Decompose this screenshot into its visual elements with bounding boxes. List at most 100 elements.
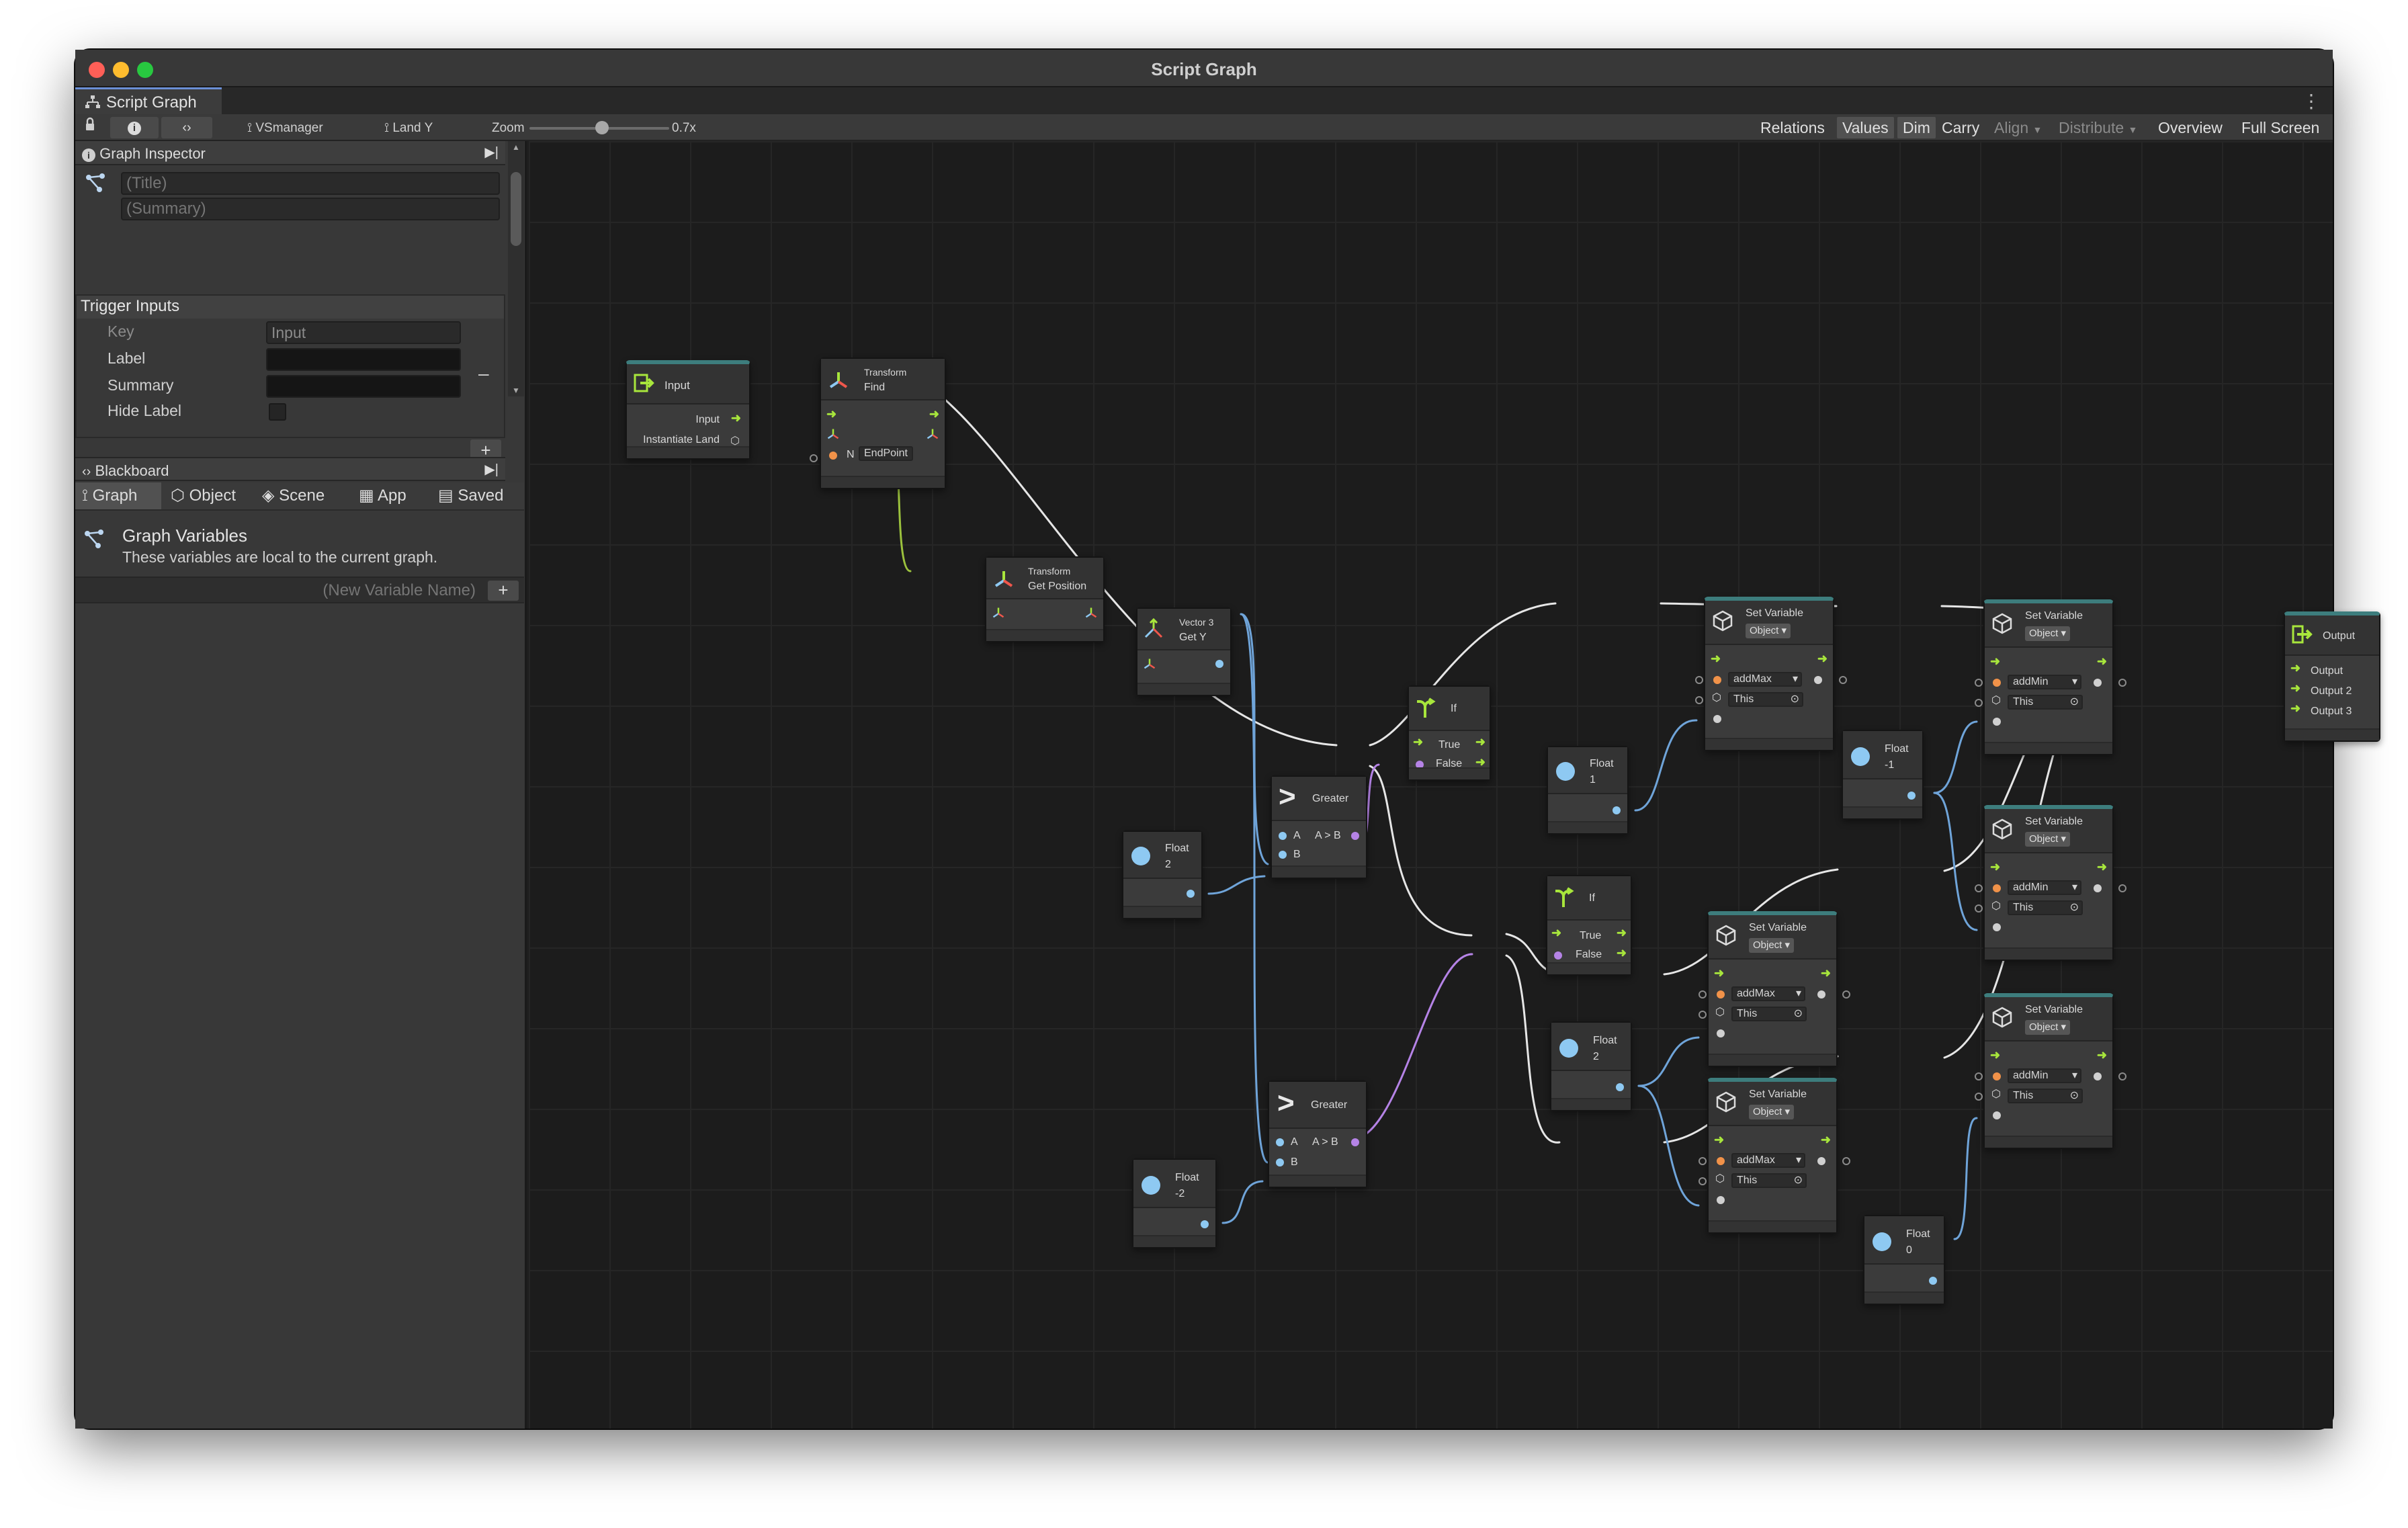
value-input-port[interactable] bbox=[1993, 923, 2001, 931]
transform-port-icon[interactable] bbox=[926, 427, 939, 441]
unconnected-port[interactable] bbox=[1842, 990, 1850, 999]
b-input-port[interactable] bbox=[1276, 1158, 1284, 1166]
false-output-arrow-icon[interactable]: ➜ bbox=[1616, 946, 1627, 960]
float-output-port[interactable] bbox=[1929, 1277, 1937, 1285]
string-input-port[interactable] bbox=[829, 452, 837, 460]
unconnected-port[interactable] bbox=[810, 454, 818, 462]
flow-input-arrow-icon[interactable]: ➜ bbox=[1990, 1048, 2001, 1062]
condition-input-port[interactable] bbox=[1554, 951, 1562, 960]
output-node[interactable]: Output ➜ Output ➜ Output 2 ➜ Output 3 bbox=[2284, 611, 2380, 742]
value-input-port[interactable] bbox=[1993, 718, 2001, 726]
flow-input-arrow-icon[interactable]: ➜ bbox=[2290, 702, 2301, 715]
unconnected-port[interactable] bbox=[1695, 676, 1703, 684]
carry-toggle[interactable]: Carry bbox=[1942, 119, 1980, 136]
scrollbar-thumb[interactable] bbox=[511, 172, 521, 246]
transform-find-node[interactable]: Transform Find ➜ ➜ N EndPoint bbox=[820, 357, 946, 489]
name-input-port[interactable] bbox=[1993, 1072, 2001, 1080]
collapse-panel-icon[interactable]: ▶| bbox=[484, 462, 499, 477]
tab-saved[interactable]: ▤ Saved bbox=[431, 482, 503, 509]
overview-button[interactable]: Overview bbox=[2158, 119, 2223, 136]
float-value[interactable]: 2 bbox=[1165, 859, 1171, 870]
breadcrumb-vsmanager[interactable]: ⟟ VSmanager bbox=[242, 118, 329, 138]
cube-icon[interactable]: ⬡ bbox=[1712, 692, 1721, 704]
flow-output-arrow-icon[interactable]: ➜ bbox=[1817, 652, 1828, 665]
bool-output-port[interactable] bbox=[1351, 832, 1359, 840]
unconnected-port[interactable] bbox=[1695, 696, 1703, 704]
variable-name-field[interactable]: addMin▾ bbox=[2008, 675, 2081, 689]
float-node[interactable]: Float 2 bbox=[1550, 1021, 1632, 1111]
align-dropdown[interactable]: Align ▼ bbox=[1989, 117, 2047, 138]
float-value[interactable]: -1 bbox=[1885, 759, 1895, 771]
name-field[interactable]: EndPoint bbox=[859, 446, 913, 461]
transform-port-icon[interactable] bbox=[992, 606, 1005, 620]
value-output-port[interactable] bbox=[2094, 679, 2102, 687]
float-node[interactable]: Float -2 bbox=[1132, 1158, 1217, 1248]
vector3-get-y-node[interactable]: Vector 3 Get Y bbox=[1136, 607, 1232, 696]
unconnected-port[interactable] bbox=[1698, 1011, 1707, 1019]
new-variable-name-input[interactable] bbox=[82, 581, 482, 601]
summary-field[interactable] bbox=[266, 375, 461, 398]
set-variable-node[interactable]: Set Variable Object ▾ ➜ ➜ addMax▾ ⬡ This… bbox=[1707, 1078, 1838, 1234]
condition-input-port[interactable] bbox=[1416, 761, 1424, 769]
true-output-arrow-icon[interactable]: ➜ bbox=[1475, 735, 1486, 749]
scrollbar[interactable]: ▲ ▼ bbox=[508, 141, 524, 396]
float-output-port[interactable] bbox=[1187, 890, 1195, 898]
target-field[interactable]: This⊙ bbox=[2008, 1089, 2083, 1103]
cube-icon[interactable]: ⬡ bbox=[1991, 1089, 2001, 1100]
vector3-port-icon[interactable] bbox=[1143, 657, 1156, 671]
flow-input-arrow-icon[interactable]: ➜ bbox=[2290, 661, 2301, 675]
flow-input-arrow-icon[interactable]: ➜ bbox=[1413, 735, 1424, 749]
value-input-port[interactable] bbox=[1993, 1111, 2001, 1119]
collapse-panel-icon[interactable]: ▶| bbox=[484, 145, 499, 160]
float-output-port[interactable] bbox=[1612, 806, 1621, 814]
bool-output-port[interactable] bbox=[1351, 1138, 1359, 1146]
name-input-port[interactable] bbox=[1717, 1157, 1725, 1165]
unconnected-port[interactable] bbox=[1698, 1157, 1707, 1165]
a-input-port[interactable] bbox=[1279, 832, 1287, 840]
float-value[interactable]: 1 bbox=[1590, 774, 1596, 786]
lock-icon[interactable] bbox=[79, 117, 101, 137]
cube-icon[interactable]: ⬡ bbox=[1715, 1173, 1725, 1185]
close-window-button[interactable] bbox=[89, 62, 105, 78]
set-variable-node[interactable]: Set Variable Object ▾ ➜ ➜ addMin▾ ⬡ This… bbox=[1983, 599, 2114, 755]
flow-input-arrow-icon[interactable]: ➜ bbox=[1990, 654, 2001, 668]
float-node[interactable]: Float 0 bbox=[1863, 1215, 1945, 1305]
flow-input-arrow-icon[interactable]: ➜ bbox=[1714, 1133, 1725, 1146]
unconnected-port[interactable] bbox=[2118, 679, 2126, 687]
relations-toggle[interactable]: Relations bbox=[1760, 119, 1825, 136]
float-value[interactable]: 0 bbox=[1906, 1244, 1912, 1256]
variable-kind-dropdown[interactable]: Object ▾ bbox=[2025, 832, 2071, 847]
variable-kind-dropdown[interactable]: Object ▾ bbox=[1749, 1105, 1795, 1119]
value-input-port[interactable] bbox=[1717, 1196, 1725, 1204]
set-variable-node[interactable]: Set Variable Object ▾ ➜ ➜ addMin▾ ⬡ This… bbox=[1983, 805, 2114, 961]
variable-name-field[interactable]: addMin▾ bbox=[2008, 1068, 2081, 1083]
target-field[interactable]: This⊙ bbox=[2008, 900, 2083, 915]
flow-output-arrow-icon[interactable]: ➜ bbox=[730, 411, 741, 425]
variable-name-field[interactable]: addMax▾ bbox=[1731, 986, 1805, 1001]
transform-get-position-node[interactable]: Transform Get Position bbox=[985, 556, 1105, 642]
unconnected-port[interactable] bbox=[1975, 699, 1983, 707]
unconnected-port[interactable] bbox=[1839, 676, 1847, 684]
unconnected-port[interactable] bbox=[1975, 904, 1983, 912]
value-input-port[interactable] bbox=[1713, 715, 1721, 723]
set-variable-node[interactable]: Set Variable Object ▾ ➜ ➜ addMin▾ ⬡ This… bbox=[1983, 993, 2114, 1149]
value-output-port[interactable] bbox=[1817, 1157, 1825, 1165]
graph-summary-input[interactable] bbox=[121, 198, 500, 220]
if-node[interactable]: If ➜ True ➜ False ➜ bbox=[1546, 875, 1632, 976]
flow-output-arrow-icon[interactable]: ➜ bbox=[1820, 1133, 1831, 1146]
unconnected-port[interactable] bbox=[1975, 1093, 1983, 1101]
zoom-slider-thumb[interactable] bbox=[595, 121, 609, 134]
unconnected-port[interactable] bbox=[1975, 884, 1983, 892]
zoom-window-button[interactable] bbox=[137, 62, 153, 78]
variable-name-field[interactable]: addMax▾ bbox=[1728, 672, 1802, 687]
cube-icon[interactable]: ⬡ bbox=[730, 435, 740, 447]
cube-icon[interactable]: ⬡ bbox=[1991, 695, 2001, 706]
true-output-arrow-icon[interactable]: ➜ bbox=[1616, 926, 1627, 939]
dim-toggle[interactable]: Dim bbox=[1897, 117, 1936, 138]
flow-output-arrow-icon[interactable]: ➜ bbox=[2096, 654, 2107, 668]
unconnected-port[interactable] bbox=[1975, 679, 1983, 687]
tab-object[interactable]: ⬡ Object bbox=[164, 482, 236, 509]
full-screen-button[interactable]: Full Screen bbox=[2241, 119, 2320, 136]
variable-name-field[interactable]: addMax▾ bbox=[1731, 1153, 1805, 1168]
b-input-port[interactable] bbox=[1279, 851, 1287, 859]
